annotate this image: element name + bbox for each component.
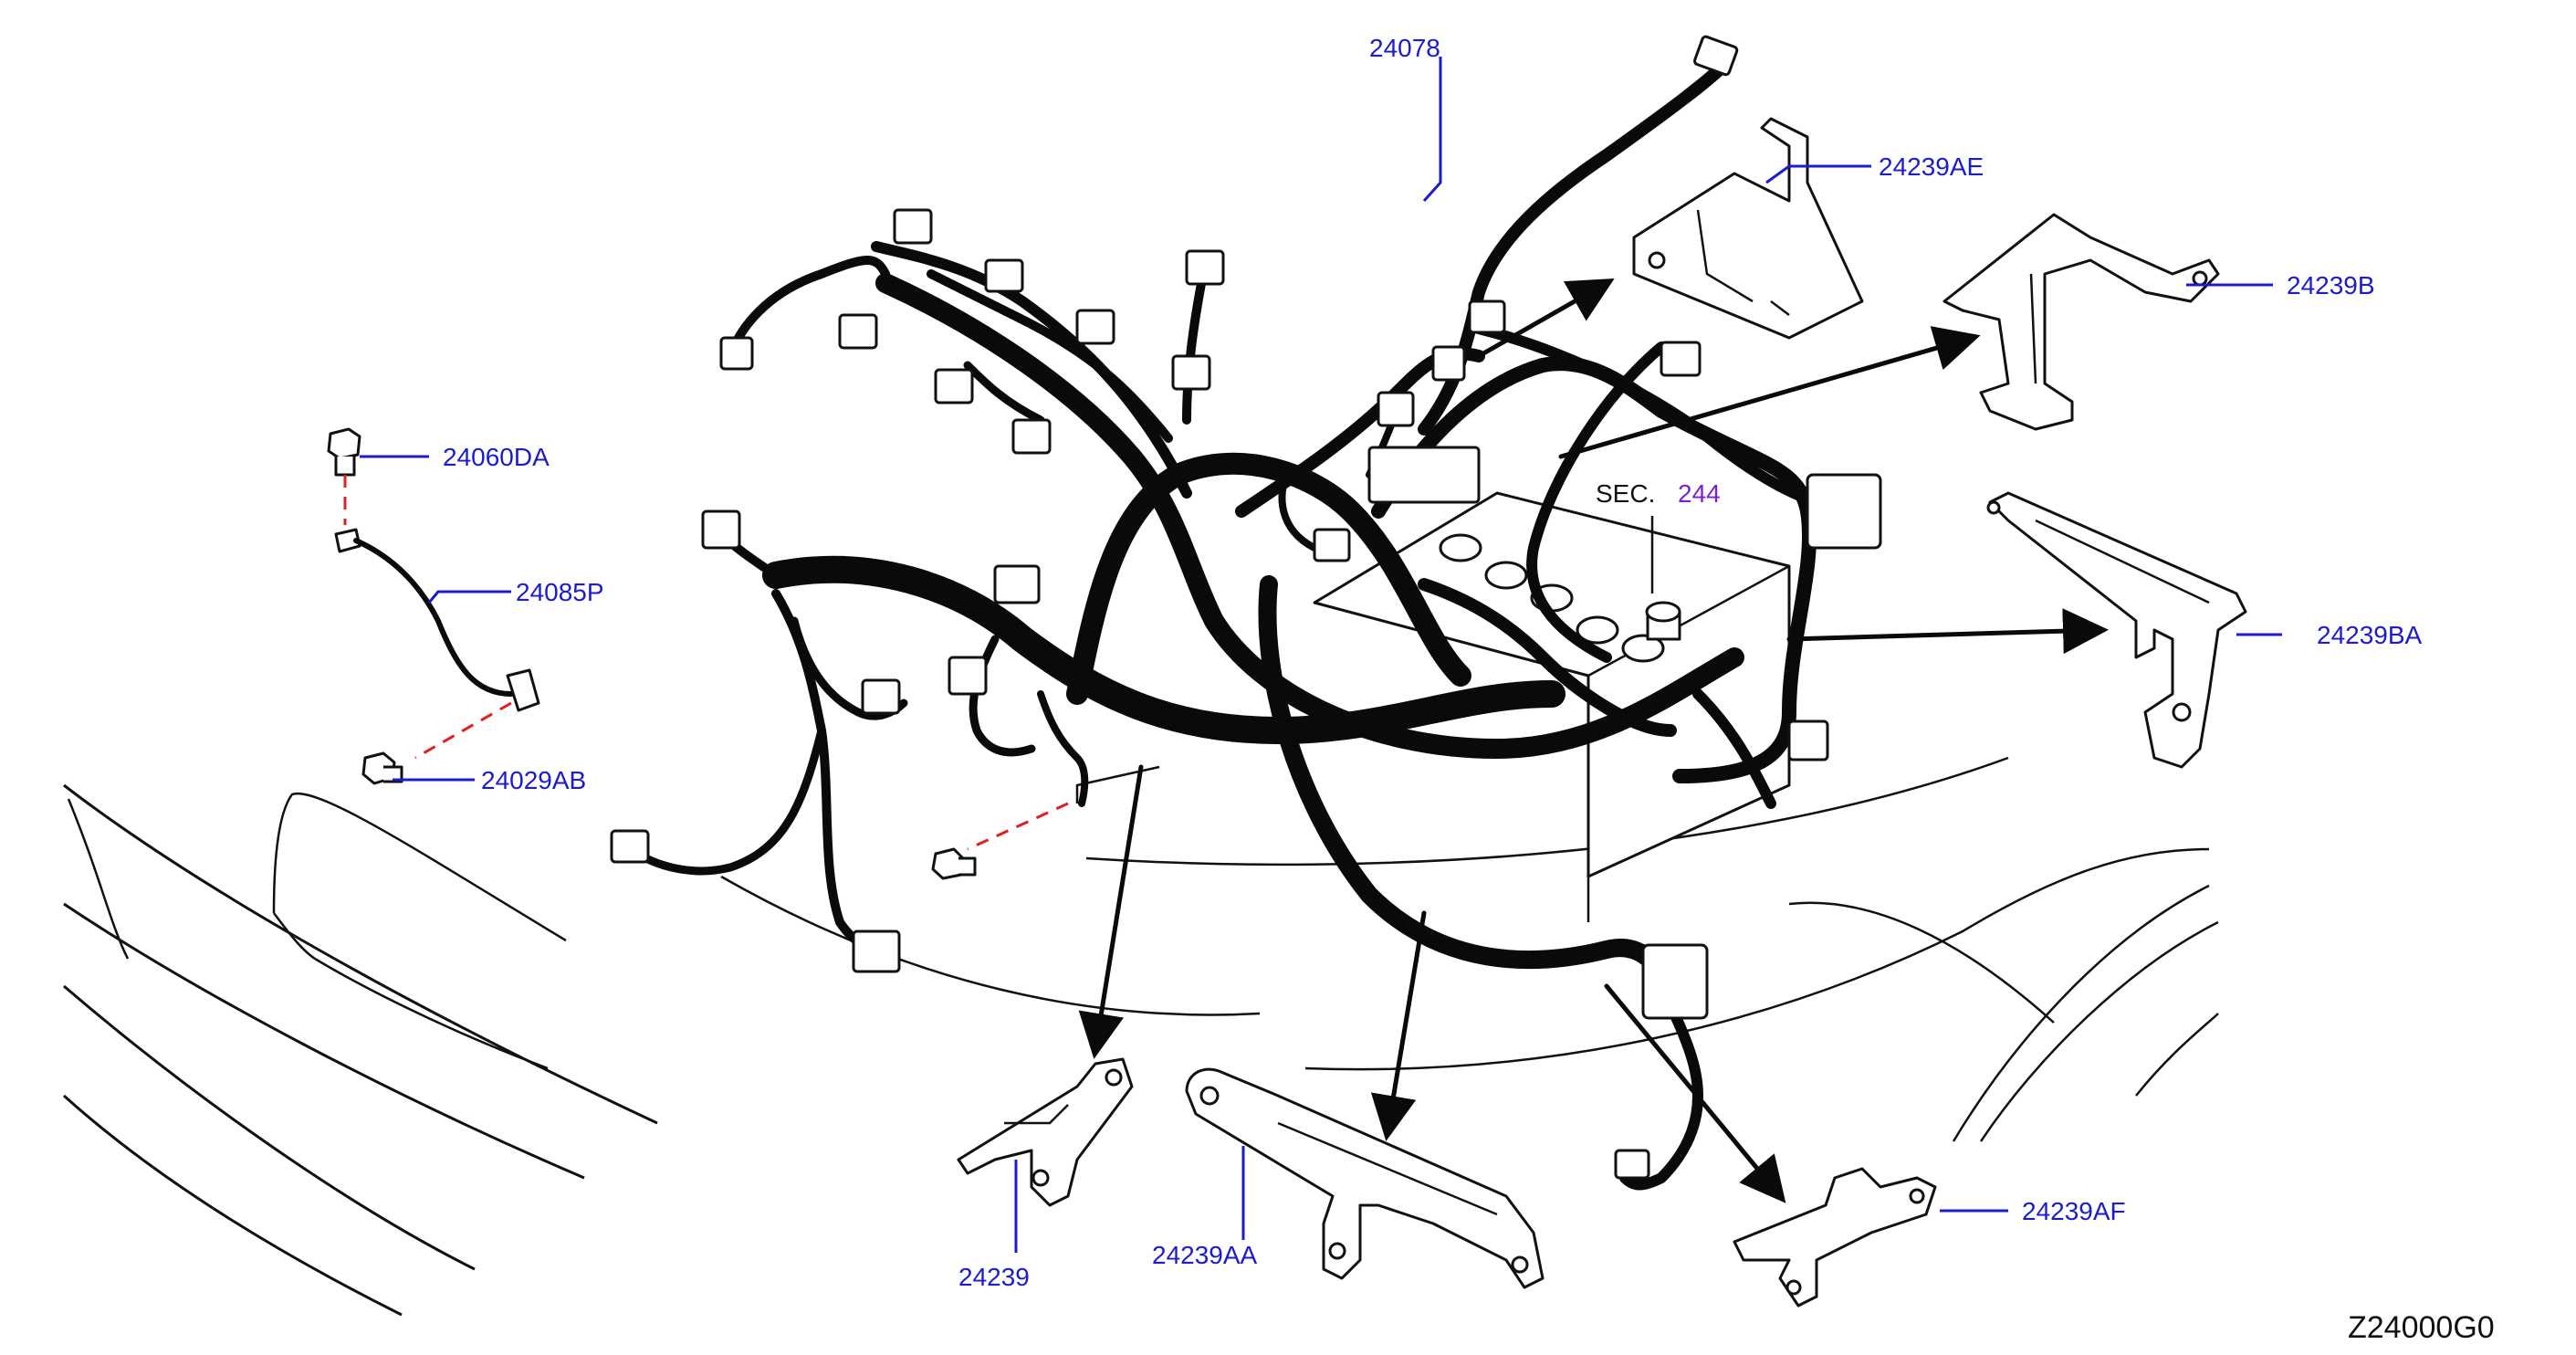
vehicle-body-outline [62, 756, 2219, 1317]
label-24029AB: 24029AB [481, 766, 586, 794]
part-labels: 24078 24239AE 24239B 24060DA 24085P 2402… [443, 34, 2495, 1345]
label-24078: 24078 [1369, 34, 1440, 62]
arrow-to-24239AF [1604, 983, 1786, 1203]
label-leaders [360, 57, 2282, 1253]
arrow-to-24239AE [1476, 278, 1615, 359]
arrow-to-24239B [1558, 326, 1981, 459]
bracket-24239BA [1986, 491, 2247, 769]
bracket-24239 [957, 1057, 1134, 1207]
label-24239: 24239 [958, 1263, 1030, 1291]
mounting-guide-line-3 [967, 802, 1069, 851]
engine-room-harness [625, 58, 1822, 1191]
section-ref-prefix: SEC. [1596, 479, 1655, 508]
section-ref-number: 244 [1678, 479, 1721, 508]
bracket-24239B [1942, 213, 2220, 431]
label-24060DA: 24060DA [443, 443, 550, 471]
bolt-harness-ground [931, 847, 977, 880]
mounting-guide-line-2 [414, 701, 512, 760]
harness-connectors [610, 35, 1882, 1180]
callout-arrows [1078, 278, 2109, 1203]
label-24239AE: 24239AE [1879, 152, 1984, 181]
bracket-24239AE [1632, 117, 1864, 340]
label-24085P: 24085P [516, 578, 604, 606]
bolt-24029AB [361, 751, 403, 785]
arrow-to-24239 [1078, 764, 1144, 1059]
bracket-24239AF [1733, 1167, 1937, 1308]
diagram-reference-code: Z24000G0 [2348, 1310, 2495, 1345]
bracket-24239AA [1185, 1067, 1545, 1289]
label-24239AF: 24239AF [2022, 1197, 2126, 1225]
arrow-to-24239AA [1370, 910, 1427, 1141]
ground-strap-24085P [334, 528, 540, 712]
bolt-24060DA [327, 427, 361, 477]
label-24239AA: 24239AA [1152, 1241, 1258, 1269]
label-24239B: 24239B [2287, 271, 2375, 299]
arrow-to-24239BA [1786, 608, 2109, 655]
label-24239BA: 24239BA [2317, 621, 2423, 649]
